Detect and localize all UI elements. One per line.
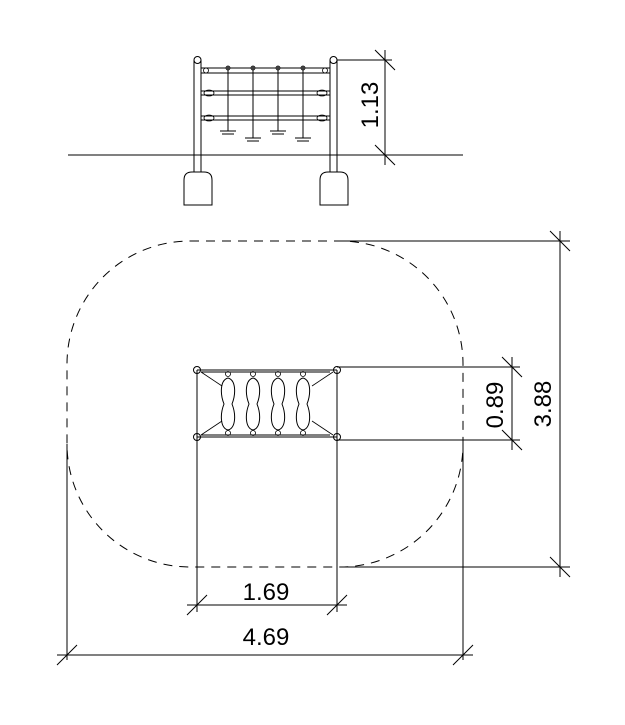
height-dimension: 1.13 [337,49,396,166]
plan-steps [220,371,311,436]
net-strands [220,65,311,142]
plan-width-dimension: 1.69 [186,579,348,616]
side-elevation-view: 1.13 [68,49,463,206]
safety-zone-outline [66,240,464,568]
total-width-dimension: 4.69 [56,444,474,666]
left-footing [183,171,213,206]
plan-view: 0.89 3.88 1.69 4.69 [56,230,571,666]
plan-frame [193,366,341,612]
total-depth-label: 3.88 [530,381,557,428]
elevation-height-label: 1.13 [357,82,384,129]
lower-rope [201,114,330,122]
total-depth-dimension: 3.88 [340,230,571,578]
right-footing [319,171,349,206]
middle-rope [201,89,330,97]
top-bar [201,67,330,74]
plan-depth-dimension: 0.89 [337,356,523,451]
total-width-label: 4.69 [243,624,290,651]
plan-depth-label: 0.89 [482,382,509,429]
plan-width-label: 1.69 [243,579,290,606]
